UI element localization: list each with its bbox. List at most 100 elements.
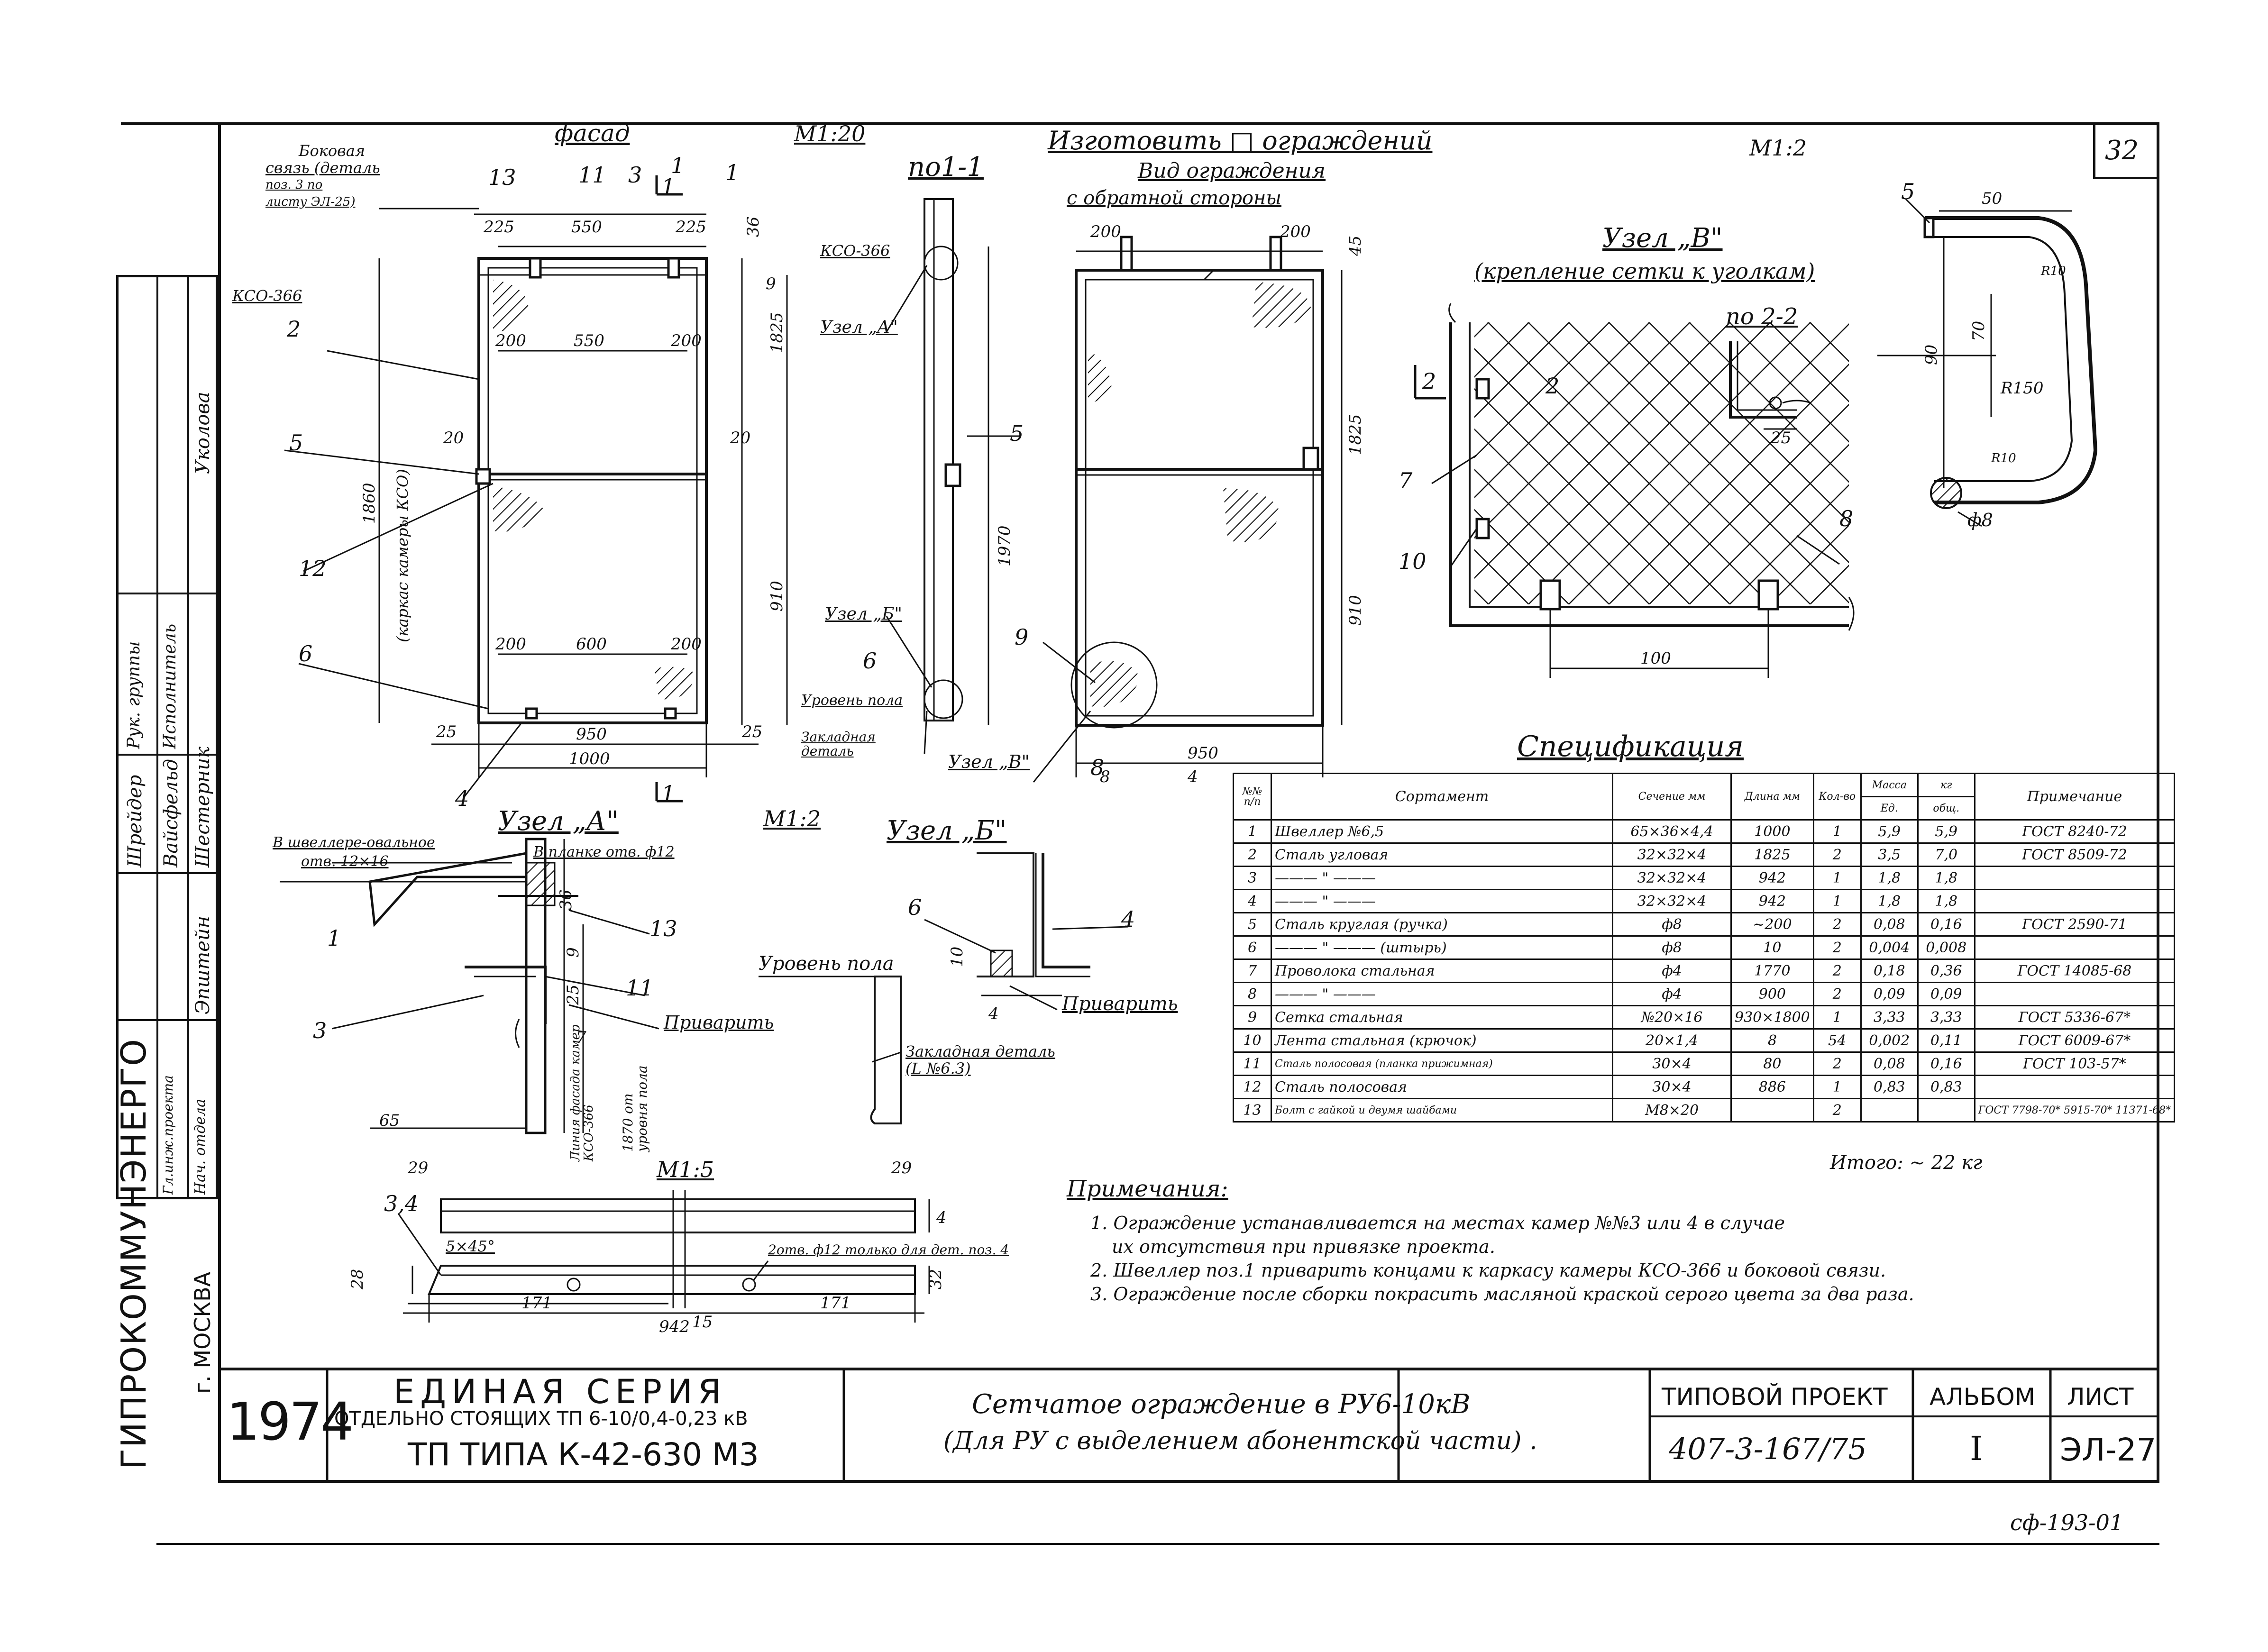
plate-hole-label: В планке отв. ф12 (533, 844, 675, 860)
dim-25a: 25 (436, 722, 457, 741)
callout-13: 13 (488, 164, 516, 190)
spec-cell-qty: 2 (1812, 982, 1862, 1006)
spec-cell-n: 3 (1233, 866, 1272, 890)
dim-171a: 171 (521, 1294, 552, 1313)
spec-cell-total: 1,8 (1917, 889, 1975, 913)
callout-8a: 8 (1090, 755, 1104, 780)
notes-list: 1. Ограждение устанавливается на местах … (1090, 1211, 1914, 1306)
spec-cell-n: 12 (1233, 1075, 1272, 1099)
sheet-label: ЛИСТ (2067, 1383, 2134, 1411)
cut-mark-1b: 1 (661, 781, 675, 806)
spec-cell-qty: 2 (1812, 912, 1862, 937)
note-1-cont: их отсутствия при привязке проекта. (1112, 1236, 1495, 1257)
weld-label: Приварить (664, 1012, 774, 1033)
spec-cell-qty: 1 (1812, 866, 1862, 890)
dim-171b: 171 (820, 1294, 851, 1313)
callout-1b: 1 (725, 160, 739, 185)
drawing-title: Сетчатое ограждение в РУ6-10кВ (972, 1389, 1471, 1420)
spec-cell-n: 6 (1233, 935, 1272, 960)
side-link-line2: связь (деталь (265, 159, 380, 177)
side-link-line1: Боковая (299, 142, 366, 160)
dim-20b: 20 (730, 429, 750, 447)
spec-cell-len: 1770 (1730, 958, 1814, 983)
spec-cell-note: ГОСТ 5336-67* (1974, 1005, 2176, 1030)
spec-cell-n: 11 (1233, 1051, 1272, 1076)
dim-50: 50 (1982, 189, 2002, 208)
spec-cell-qty: 2 (1812, 842, 1862, 867)
dim-1860: 1860 (360, 483, 379, 524)
spec-cell-sec: ф4 (1612, 982, 1732, 1006)
spec-cell-len: 1825 (1730, 842, 1814, 867)
dim-950b: 950 (1188, 744, 1218, 763)
side-stamp-divider (156, 275, 158, 1199)
spec-cell-unit: 0,09 (1860, 982, 1919, 1006)
spec-cell-note (1974, 866, 2176, 890)
spec-cell-len: 942 (1730, 889, 1814, 913)
dim-950a: 950 (576, 725, 607, 744)
dim-15: 15 (692, 1313, 713, 1332)
spec-cell-name: ——— " ——— (1271, 889, 1613, 913)
spec-cell-n: 5 (1233, 912, 1272, 937)
dim-25c: 25 (1770, 429, 1791, 447)
spec-cell-total: 0,36 (1917, 958, 1975, 983)
spec-cell-unit: 0,08 (1860, 1051, 1919, 1076)
floor-dist-label: 1870 от уровня пола (620, 1065, 650, 1152)
cut-mark-1a: 1 (661, 174, 675, 200)
title-year: 1974 (227, 1391, 354, 1452)
callout-11c: 11 (626, 975, 654, 1001)
dim-4c: 4 (936, 1208, 947, 1227)
spec-cell-sec: ф8 (1612, 912, 1732, 937)
floor-level-label: Уровень пола (801, 692, 903, 709)
phi-8: ф8 (1967, 510, 1993, 530)
dim-1825a: 1825 (768, 312, 786, 353)
callout-4c: 4 (1121, 906, 1135, 932)
section-mark-2b: 2 (1545, 373, 1559, 399)
sheet-value: ЭЛ-27 (2060, 1432, 2157, 1468)
spec-cell-total: 7,0 (1917, 842, 1975, 867)
dim-100: 100 (1640, 649, 1671, 668)
dim-550b: 550 (574, 331, 604, 350)
dim-200f: 200 (1280, 222, 1311, 241)
album-label: АЛЬБОМ (1930, 1383, 2035, 1411)
callout-9: 9 (1015, 624, 1028, 650)
side-stamp-row-3 (116, 872, 218, 874)
spec-cell-len: 886 (1730, 1075, 1814, 1099)
callout-5c: 5 (1901, 179, 1915, 204)
radius-10b: R10 (1991, 451, 2016, 465)
spec-title: Спецификация (1517, 730, 1744, 763)
spec-cell-unit (1860, 1098, 1919, 1123)
dim-29b: 29 (891, 1159, 912, 1177)
facade-line-label: Линия фасада камер КСО-366 (568, 1024, 596, 1161)
dim-20a: 20 (443, 429, 464, 447)
spec-cell-total: 0,83 (1917, 1075, 1975, 1099)
spec-cell-unit: 1,8 (1860, 866, 1919, 890)
dim-28: 28 (348, 1269, 367, 1290)
dim-550a: 550 (571, 218, 602, 237)
spec-cell-note: ГОСТ 2590-71 (1974, 912, 2176, 937)
side-stamp-row-2 (116, 754, 218, 756)
node-a-ref: Узел „А" (820, 318, 898, 337)
project-label: ТИПОВОЙ ПРОЕКТ (1662, 1383, 1888, 1411)
node-a-title: Узел „А" (498, 806, 619, 837)
spec-cell-sec: 32×32×4 (1612, 866, 1732, 890)
spec-cell-n: 9 (1233, 1005, 1272, 1030)
spec-cell-n: 4 (1233, 889, 1272, 913)
spec-cell-len: 8 (1730, 1028, 1814, 1053)
spec-cell-sec: 65×36×4,4 (1612, 819, 1732, 844)
node-v-ref: Узел „В" (948, 751, 1030, 772)
fabricate-title: Изготовить □ ограждений (1048, 126, 1433, 155)
top-border-extension (121, 122, 220, 125)
spec-cell-total: 3,33 (1917, 1005, 1975, 1030)
weld-label-2: Приварить (1062, 993, 1178, 1015)
node-v-section: по 2-2 (1726, 303, 1798, 330)
spec-cell-name: Сталь полосовая (1271, 1075, 1613, 1099)
kso-label-right: КСО-366 (820, 242, 890, 260)
spec-cell-name: Болт с гайкой и двумя шайбами (1271, 1098, 1613, 1123)
spec-cell-total: 0,09 (1917, 982, 1975, 1006)
spec-cell-unit: 0,08 (1860, 912, 1919, 937)
floor-level-label-2: Уровень пола (759, 953, 894, 975)
dim-225a: 225 (483, 218, 514, 237)
